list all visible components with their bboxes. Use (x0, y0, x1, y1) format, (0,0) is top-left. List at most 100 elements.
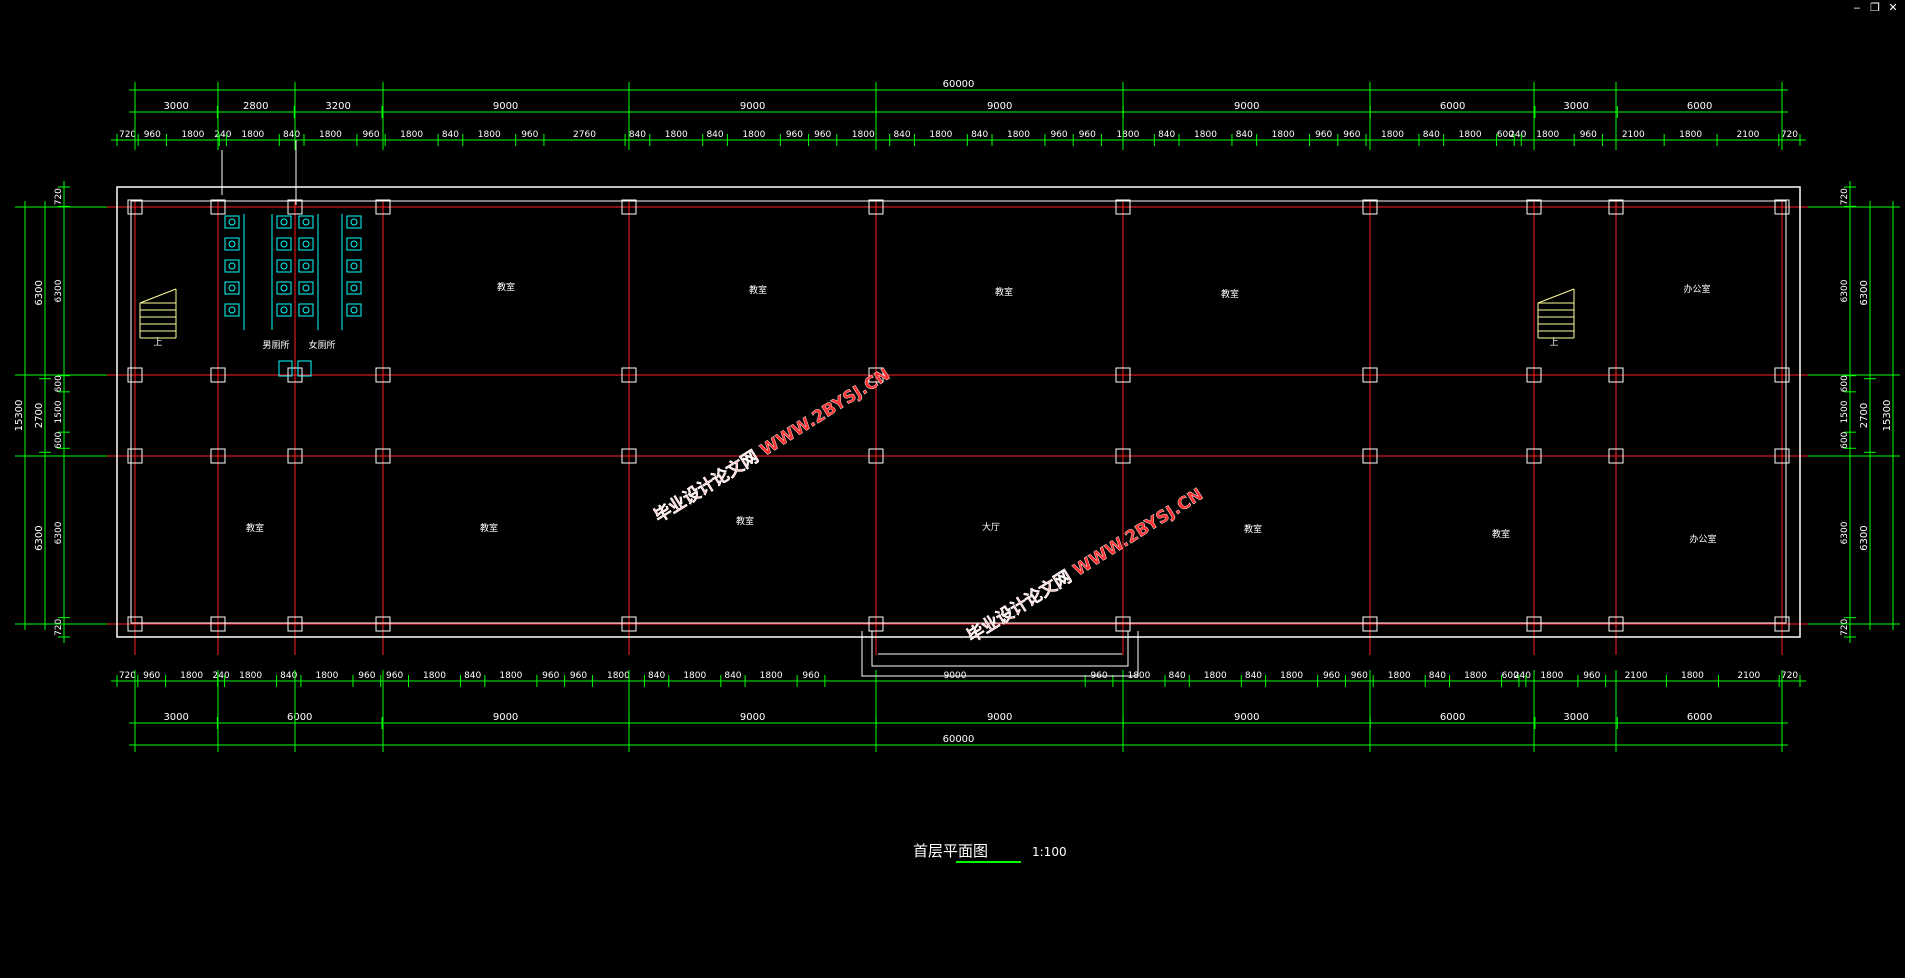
drawing-title: 首层平面图 (913, 842, 988, 860)
top-detail-dim-label: 960 (1343, 130, 1360, 140)
entrance-steps-middle (871, 631, 1129, 667)
fixture-layer (139, 214, 1575, 377)
top-detail-dim-label: 240 (1509, 130, 1526, 140)
toilet-fixture (346, 259, 362, 273)
top-detail-dim-label: 840 (893, 130, 910, 140)
structural-column (210, 199, 226, 215)
bottom-detail-dim-label: 1800 (180, 671, 203, 681)
structural-column (1526, 199, 1542, 215)
structural-column (1115, 448, 1131, 464)
toilet-fixture (298, 303, 314, 317)
room-label: 男厕所 (262, 340, 289, 351)
toilet-bowl (302, 284, 310, 292)
toilet-bowl (302, 306, 310, 314)
top-detail-dim-label: 840 (706, 130, 723, 140)
top-detail-dim-label: 2100 (1737, 130, 1760, 140)
top-detail-dim-label: 960 (1050, 130, 1067, 140)
top-detail-dim-label: 1800 (478, 130, 501, 140)
bottom-axis-dim-label: 9000 (493, 712, 518, 723)
room-label: 教室 (1492, 528, 1510, 540)
structural-column (210, 616, 226, 632)
right-detail-dim-label: 6300 (1840, 279, 1850, 302)
left-detail-dim-label: 720 (54, 188, 64, 205)
top-axis-dim-label: 3000 (1563, 101, 1588, 112)
toilet-fixture (224, 215, 240, 229)
structural-column (868, 199, 884, 215)
toilet-bowl (280, 262, 288, 270)
top-detail-dim-label: 1800 (929, 130, 952, 140)
toilet-bowl (280, 240, 288, 248)
toilet-bowl (350, 306, 358, 314)
toilet-bowl (280, 284, 288, 292)
toilet-fixture (276, 215, 292, 229)
bottom-detail-dim-label: 600 (1502, 671, 1519, 681)
bottom-detail-dim-label: 960 (143, 671, 160, 681)
floor-drain (278, 360, 293, 377)
structural-column (287, 199, 303, 215)
top-detail-dim-label: 1800 (1381, 130, 1404, 140)
structural-column (868, 616, 884, 632)
bottom-detail-dim-label: 2100 (1737, 671, 1760, 681)
bottom-detail-dim-label: 1800 (683, 671, 706, 681)
structural-column (375, 448, 391, 464)
structural-column (210, 448, 226, 464)
restore-icon[interactable]: ❐ (1870, 1, 1880, 14)
top-axis-dim-label: 6000 (1687, 101, 1712, 112)
top-detail-dim-label: 840 (283, 130, 300, 140)
bottom-detail-dim-label: 1800 (1388, 671, 1411, 681)
structural-column (1608, 367, 1624, 383)
top-overall-dim-label: 60000 (943, 79, 975, 90)
structural-column (127, 616, 143, 632)
top-detail-dim-label: 1800 (1272, 130, 1295, 140)
room-label: 教室 (749, 284, 767, 296)
structural-column (621, 448, 637, 464)
room-label: 大厅 (982, 521, 1000, 533)
bottom-axis-dim-label: 3000 (1563, 712, 1588, 723)
top-detail-dim-label: 600 (1497, 130, 1514, 140)
top-axis-dim-label: 9000 (740, 101, 765, 112)
right-detail-dim-label: 720 (1840, 618, 1850, 635)
window-controls: ‒ ❐ ✕ (1851, 2, 1899, 14)
close-icon[interactable]: ✕ (1888, 1, 1898, 14)
toilet-bowl (228, 262, 236, 270)
bottom-detail-dim-label: 840 (464, 671, 481, 681)
left-detail-dim-label: 1500 (54, 400, 64, 423)
top-detail-dim-label: 1800 (400, 130, 423, 140)
toilet-fixture (224, 237, 240, 251)
top-axis-dim-label: 6000 (1440, 101, 1465, 112)
bottom-detail-dim-label: 1800 (1464, 671, 1487, 681)
room-label: 教室 (480, 522, 498, 534)
structural-column (127, 448, 143, 464)
room-label: 女厕所 (308, 339, 335, 351)
top-axis-dim-label: 9000 (493, 101, 518, 112)
entrance-steps-outer (861, 631, 1139, 677)
left-detail-dim-label: 6300 (54, 521, 64, 544)
toilet-fixture (346, 215, 362, 229)
structural-column (287, 616, 303, 632)
right-detail-dim-label: 6300 (1840, 521, 1850, 544)
structural-column (1526, 616, 1542, 632)
structural-column (1526, 448, 1542, 464)
structural-column (1362, 367, 1378, 383)
room-label: 办公室 (1683, 283, 1710, 295)
structural-column (127, 199, 143, 215)
top-detail-dim-label: 960 (1315, 130, 1332, 140)
bottom-axis-dim-label: 9000 (987, 712, 1012, 723)
bottom-axis-dim-label: 9000 (740, 712, 765, 723)
structural-column (1774, 448, 1790, 464)
minimize-icon[interactable]: ‒ (1853, 1, 1861, 14)
toilet-bowl (228, 218, 236, 226)
structural-column (287, 367, 303, 383)
top-detail-dim-label: 2100 (1622, 130, 1645, 140)
room-label: 办公室 (1689, 533, 1716, 545)
bottom-detail-dim-label: 840 (724, 671, 741, 681)
bottom-axis-dim-label: 6000 (1440, 712, 1465, 723)
right-axis-dim-label: 2700 (1859, 403, 1870, 428)
top-detail-dim-label: 960 (521, 130, 538, 140)
outer-wall (116, 186, 1801, 638)
structural-column (1774, 616, 1790, 632)
toilet-fixture (298, 237, 314, 251)
toilet-bowl (302, 262, 310, 270)
right-detail-dim-label: 1500 (1840, 400, 1850, 423)
structural-column (1115, 367, 1131, 383)
